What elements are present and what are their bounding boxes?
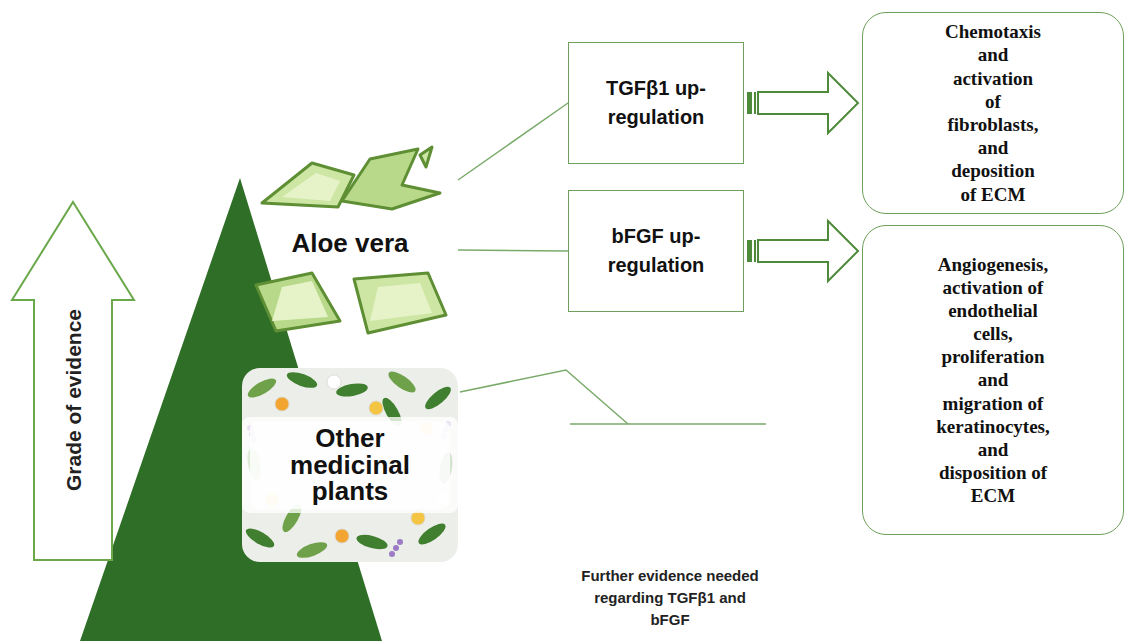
text-group: TGFβ1 up-regulation xyxy=(569,74,743,132)
block-arrow xyxy=(747,73,858,133)
herb-leaf xyxy=(243,525,277,551)
node-text: Aloe vera xyxy=(283,226,416,261)
aloe-leaf xyxy=(262,163,354,207)
herb-flower xyxy=(369,401,383,415)
herb-flower xyxy=(275,397,289,411)
process-box: bFGF up-regulation xyxy=(568,190,744,312)
herb-leaf xyxy=(285,369,319,391)
herbs-ground xyxy=(242,368,458,562)
lavender-bud xyxy=(393,545,399,551)
connector-line xyxy=(458,250,568,251)
aloe-gel xyxy=(370,283,432,321)
herb-flower xyxy=(327,375,341,389)
arrow-outline xyxy=(758,221,858,281)
aloe-leaf xyxy=(354,273,446,333)
node-text: Angiogenesis, activation of endothelial … xyxy=(896,253,1089,508)
block-arrow xyxy=(747,221,858,281)
process-box: TGFβ1 up-regulation xyxy=(568,42,744,164)
node-text: Other medicinal plants xyxy=(250,421,450,509)
text-group: Aloe vera xyxy=(275,222,424,265)
lavender-bud xyxy=(397,539,403,545)
arrow-bar xyxy=(754,240,756,262)
text-group: Angiogenesis, activation of endothelial … xyxy=(856,253,1126,508)
node-text: bFGF up-regulation xyxy=(581,222,731,280)
herb-leaf xyxy=(422,383,454,413)
effect-box: Chemotaxis and activation of fibroblasts… xyxy=(862,12,1124,214)
axis-label: Grade of evidence xyxy=(63,309,84,491)
node-text: Chemotaxis and activation of fibroblasts… xyxy=(903,20,1083,205)
plants-box: Other medicinal plants xyxy=(242,368,458,562)
aloe-gel xyxy=(282,173,340,201)
note-label: Further evidence needed regarding TGFβ1 … xyxy=(574,565,766,630)
lavender-bud xyxy=(389,551,395,557)
evidence-arrow: Grade of evidence xyxy=(10,200,136,562)
arrow-outline xyxy=(12,202,134,560)
aloe-box: Aloe vera xyxy=(242,145,458,341)
arrow-bar xyxy=(754,92,756,114)
herb-flower xyxy=(335,529,349,543)
connector-line xyxy=(458,250,568,251)
node-text: TGFβ1 up-regulation xyxy=(581,74,731,132)
aloe-leaf xyxy=(256,273,340,331)
arrow-outline xyxy=(758,73,858,133)
leader-line xyxy=(570,423,766,425)
arrow-bar xyxy=(747,92,752,114)
aloe-gel xyxy=(272,281,328,321)
herb-leaf xyxy=(245,375,279,401)
aloe-leaf xyxy=(420,147,432,167)
text-group: Chemotaxis and activation of fibroblasts… xyxy=(863,20,1123,205)
effect-box: Angiogenesis, activation of endothelial … xyxy=(862,225,1124,535)
text-group: Other medicinal plants xyxy=(242,417,458,513)
herb-leaf xyxy=(385,368,418,396)
herb-leaf xyxy=(355,532,389,552)
text-group: bFGF up-regulation xyxy=(569,222,743,280)
connector-line xyxy=(458,103,568,180)
herb-flower xyxy=(411,511,425,525)
connector-line xyxy=(458,103,568,180)
leader-line xyxy=(460,370,628,424)
arrow-bar xyxy=(747,240,752,262)
herb-leaf xyxy=(295,539,329,561)
